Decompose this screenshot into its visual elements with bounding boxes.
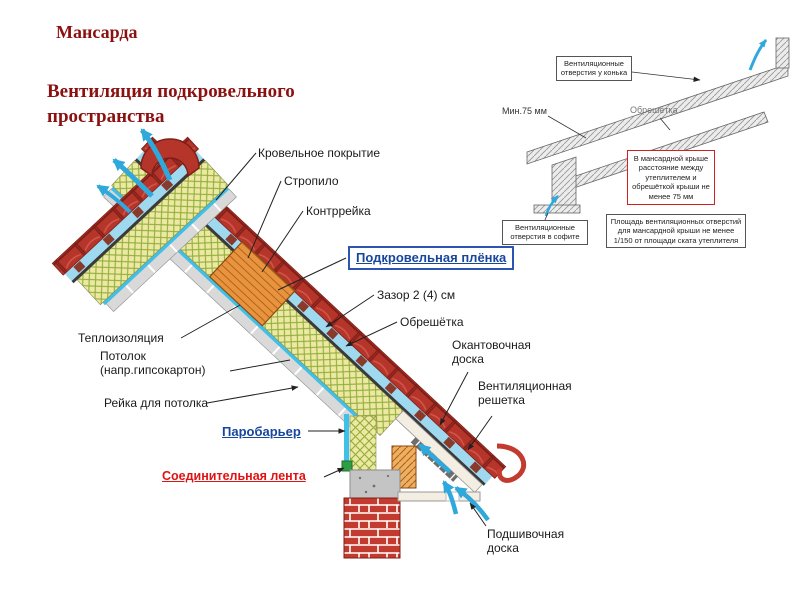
label-lathing: Обрешётка <box>400 315 464 329</box>
brick-wall <box>343 497 401 559</box>
concrete-block <box>349 469 401 499</box>
inset-wall <box>551 156 577 213</box>
wall-insulation-column <box>349 415 377 471</box>
label-soffit-board: Подшивочная доска <box>487 527 565 556</box>
gutter <box>496 443 527 483</box>
label-vapor-barrier: Паробарьер <box>222 424 301 439</box>
page-subtitle: Вентиляция подкровельного пространства <box>47 81 295 127</box>
label-gap: Зазор 2 (4) см <box>377 288 456 302</box>
inset-lathing-label: Обрешётка <box>630 105 678 115</box>
connecting-tape-mark <box>341 460 353 472</box>
ventilation-gap-layer <box>136 150 493 484</box>
wall-vapor-strip <box>344 414 349 470</box>
page-title: Мансарда <box>56 22 138 42</box>
ridge-airflow-arrows <box>96 128 173 214</box>
wall-eave <box>341 414 527 559</box>
underroof-film-layer <box>134 158 486 486</box>
label-connecting-tape: Соединительная лента <box>162 469 306 483</box>
inset-ridge-arrow <box>748 39 768 71</box>
label-edging-board: Окантовочная доска <box>452 338 531 367</box>
inset-min-gap-label: Мин.75 мм <box>502 106 547 116</box>
label-underroof-film: Подкровельная плёнка <box>348 246 515 270</box>
rafter-section <box>208 240 296 327</box>
inset-ridge-board <box>775 37 790 69</box>
label-rafter: Стропило <box>284 174 339 188</box>
label-vent-grille: Вентиляционная решетка <box>478 379 572 408</box>
leader-lines <box>180 152 493 527</box>
inset-area-note: Площадь вентиляционных отверстий для ман… <box>606 214 746 249</box>
inset-red-note: В мансардной крыше расстояние между утеп… <box>627 150 715 205</box>
label-counter-batten: Контррейка <box>306 204 371 218</box>
inset-soffit-vent-note: Вентиляционные отверстия в софите <box>502 220 588 245</box>
inset-soffit-arrow <box>544 195 559 217</box>
inset-ridge-vent-note: Вентиляционные отверстия у конька <box>556 56 632 81</box>
inset-pointers <box>544 71 701 221</box>
eave-airflow-arrows <box>418 443 490 522</box>
inset-sheathing <box>526 63 789 165</box>
label-ceiling: Потолок (напр.гипсокартон) <box>100 349 206 378</box>
label-insulation: Теплоизоляция <box>78 331 164 345</box>
label-roof-covering: Кровельное покрытие <box>258 146 381 160</box>
label-ceiling-batten: Рейка для потолка <box>104 396 209 410</box>
inset-soffit <box>533 204 581 214</box>
